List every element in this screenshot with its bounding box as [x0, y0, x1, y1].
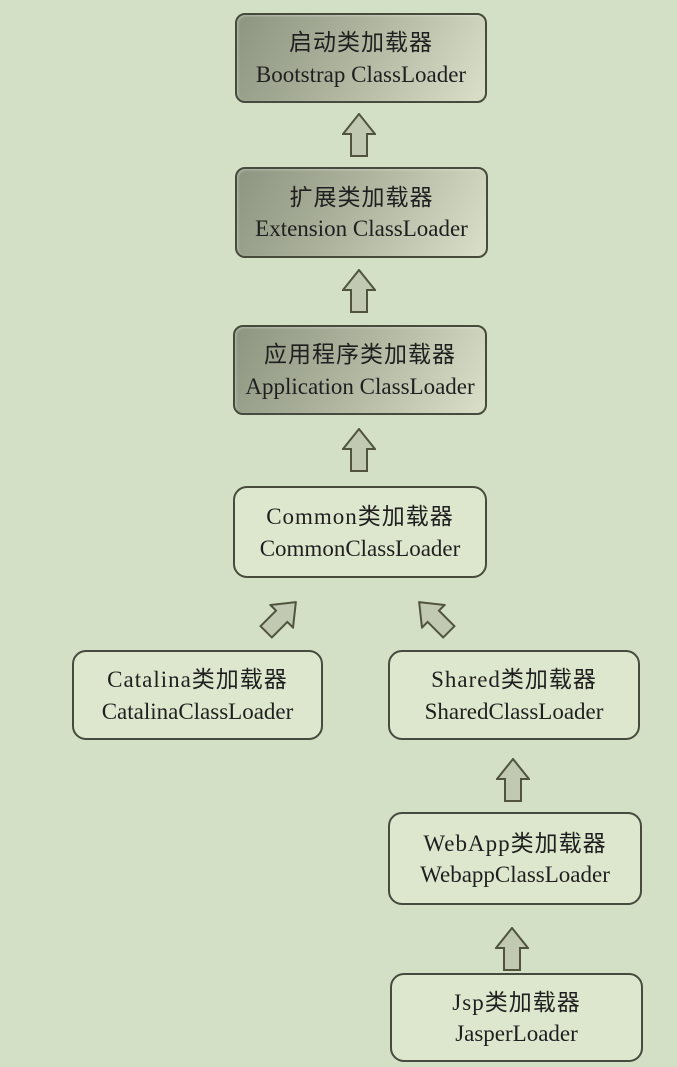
node-label-zh: 应用程序类加载器: [264, 342, 456, 368]
node-label-zh: Common类加载器: [266, 504, 454, 530]
node-label-en: SharedClassLoader: [424, 698, 604, 724]
node-label-en: WebappClassLoader: [420, 862, 610, 888]
node-label-en: CommonClassLoader: [259, 535, 461, 561]
up-arrow-icon: [496, 758, 530, 802]
node-label-en: CatalinaClassLoader: [101, 698, 294, 724]
up-right-arrow-icon: [259, 601, 297, 639]
node-extension-classloader: 扩展类加载器 Extension ClassLoader: [235, 167, 488, 258]
node-shared-classloader: Shared类加载器 SharedClassLoader: [388, 650, 640, 740]
node-label-en: Bootstrap ClassLoader: [255, 61, 467, 87]
node-label-zh: 启动类加载器: [289, 30, 433, 56]
node-webapp-classloader: WebApp类加载器 WebappClassLoader: [388, 812, 642, 905]
node-application-classloader: 应用程序类加载器 Application ClassLoader: [233, 325, 487, 415]
up-arrow-icon: [342, 269, 376, 313]
node-bootstrap-classloader: 启动类加载器 Bootstrap ClassLoader: [235, 13, 487, 103]
node-label-en: Application ClassLoader: [245, 373, 475, 399]
node-label-zh: Catalina类加载器: [107, 667, 288, 693]
node-common-classloader: Common类加载器 CommonClassLoader: [233, 486, 487, 578]
up-arrow-icon: [495, 927, 529, 971]
node-label-zh: 扩展类加载器: [289, 184, 434, 210]
node-label-zh: WebApp类加载器: [423, 830, 607, 856]
node-label-zh: Shared类加载器: [431, 667, 597, 693]
node-jsp-classloader: Jsp类加载器 JasperLoader: [390, 973, 643, 1062]
up-left-arrow-icon: [418, 601, 456, 639]
node-label-zh: Jsp类加载器: [452, 989, 581, 1015]
node-catalina-classloader: Catalina类加载器 CatalinaClassLoader: [72, 650, 323, 740]
up-arrow-icon: [342, 428, 376, 472]
node-label-en: JasperLoader: [455, 1021, 578, 1047]
up-arrow-icon: [342, 113, 376, 157]
node-label-en: Extension ClassLoader: [255, 216, 468, 242]
